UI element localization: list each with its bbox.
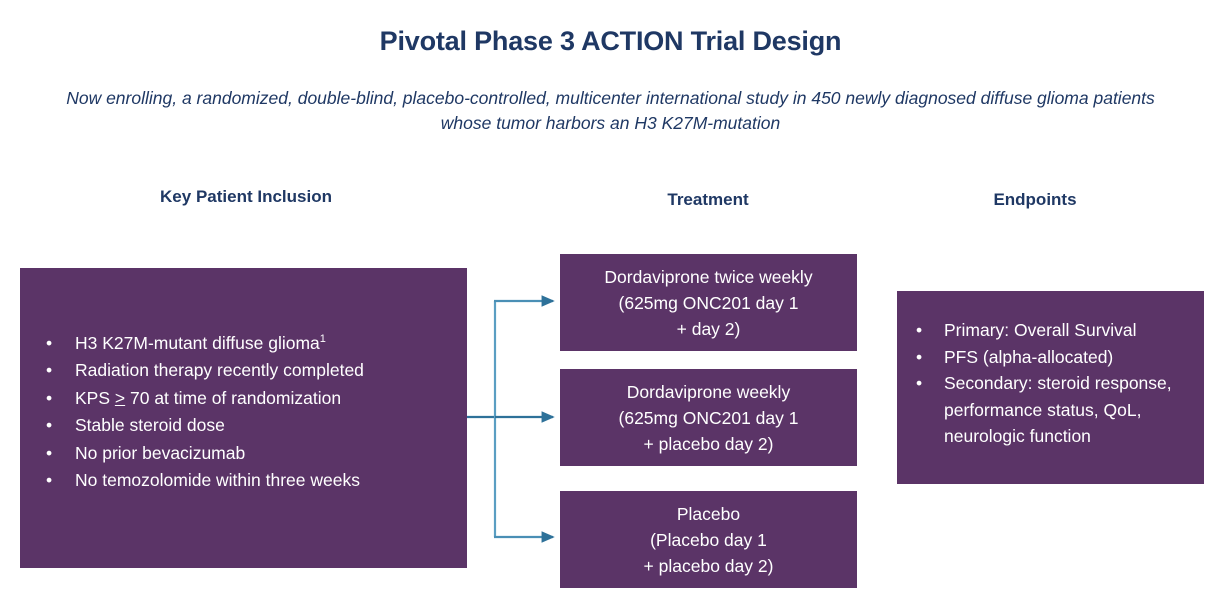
list-item: • H3 K27M-mutant diffuse glioma1 (42, 330, 459, 357)
treatment-arm-1-line2: (625mg ONC201 day 1 (618, 292, 799, 313)
treatment-arm-3-line3: + placebo day 2) (643, 555, 774, 576)
list-item: • No temozolomide within three weeks (42, 467, 459, 494)
list-item: • Primary: Overall Survival (912, 317, 1196, 344)
treatment-arm-2-line2: (625mg ONC201 day 1 (618, 407, 799, 428)
list-item: • KPS > 70 at time of randomization (42, 385, 459, 412)
inclusion-item-text: Stable steroid dose (75, 415, 225, 436)
bullet-icon: • (916, 373, 923, 393)
treatment-arm-box-1: Dordaviprone twice weekly (625mg ONC201 … (560, 254, 857, 351)
list-item: • Secondary: steroid response, performan… (912, 370, 1196, 450)
treatment-arm-2-line3: + placebo day 2) (643, 433, 774, 454)
bullet-icon: • (46, 387, 53, 408)
column-header-endpoints: Endpoints (993, 190, 1077, 209)
list-item: • Stable steroid dose (42, 412, 459, 439)
treatment-arm-3-text: Placebo (Placebo day 1 + placebo day 2) (644, 501, 774, 579)
inclusion-item-text: Radiation therapy recently completed (75, 360, 364, 381)
endpoints-box: • Primary: Overall Survival • PFS (alpha… (897, 291, 1204, 484)
inclusion-criteria-list: • H3 K27M-mutant diffuse glioma1 • Radia… (42, 330, 459, 494)
treatment-arm-2-line1: Dordaviprone weekly (626, 381, 791, 402)
page-subtitle: Now enrolling, a randomized, double-blin… (66, 88, 1155, 133)
inclusion-criteria-box: • H3 K27M-mutant diffuse glioma1 • Radia… (20, 268, 467, 568)
endpoints-list: • Primary: Overall Survival • PFS (alpha… (912, 317, 1196, 450)
greater-equal-symbol: > (114, 387, 126, 408)
inclusion-item-text: H3 K27M-mutant diffuse glioma (75, 333, 320, 353)
bullet-icon: • (46, 360, 53, 381)
inclusion-item-text: No temozolomide within three weeks (75, 470, 360, 491)
inclusion-item-text-cont: 70 at time of randomization (125, 387, 342, 408)
column-header-treatment: Treatment (667, 190, 749, 209)
bullet-icon: • (46, 442, 53, 463)
treatment-arm-box-2: Dordaviprone weekly (625mg ONC201 day 1 … (560, 369, 857, 466)
treatment-arm-3-line2: (Placebo day 1 (650, 529, 767, 550)
list-item: • No prior bevacizumab (42, 440, 459, 467)
column-header-inclusion: Key Patient Inclusion (160, 187, 332, 206)
treatment-arm-2-text: Dordaviprone weekly (625mg ONC201 day 1 … (619, 379, 799, 457)
list-item: • PFS (alpha-allocated) (912, 344, 1196, 371)
list-item: • Radiation therapy recently completed (42, 357, 459, 384)
endpoint-item-text: PFS (alpha-allocated) (944, 346, 1114, 367)
bullet-icon: • (916, 346, 923, 367)
footnote-marker: 1 (319, 333, 326, 346)
bullet-icon: • (46, 470, 53, 491)
treatment-arm-box-3: Placebo (Placebo day 1 + placebo day 2) (560, 491, 857, 588)
treatment-arm-3-line1: Placebo (676, 503, 741, 524)
inclusion-item-text: No prior bevacizumab (75, 442, 246, 463)
treatment-arm-1-line3: + day 2) (676, 318, 741, 339)
treatment-arm-1-text: Dordaviprone twice weekly (625mg ONC201 … (604, 264, 812, 342)
page-title: Pivotal Phase 3 ACTION Trial Design (379, 26, 842, 56)
endpoint-item-text: Primary: Overall Survival (944, 320, 1137, 340)
bullet-icon: • (46, 415, 53, 436)
treatment-arm-1-line1: Dordaviprone twice weekly (604, 266, 813, 287)
bullet-icon: • (916, 320, 923, 340)
bullet-icon: • (46, 333, 53, 353)
endpoint-item-text: Secondary: steroid response, performance… (944, 373, 1172, 446)
inclusion-item-text: KPS (75, 387, 115, 408)
